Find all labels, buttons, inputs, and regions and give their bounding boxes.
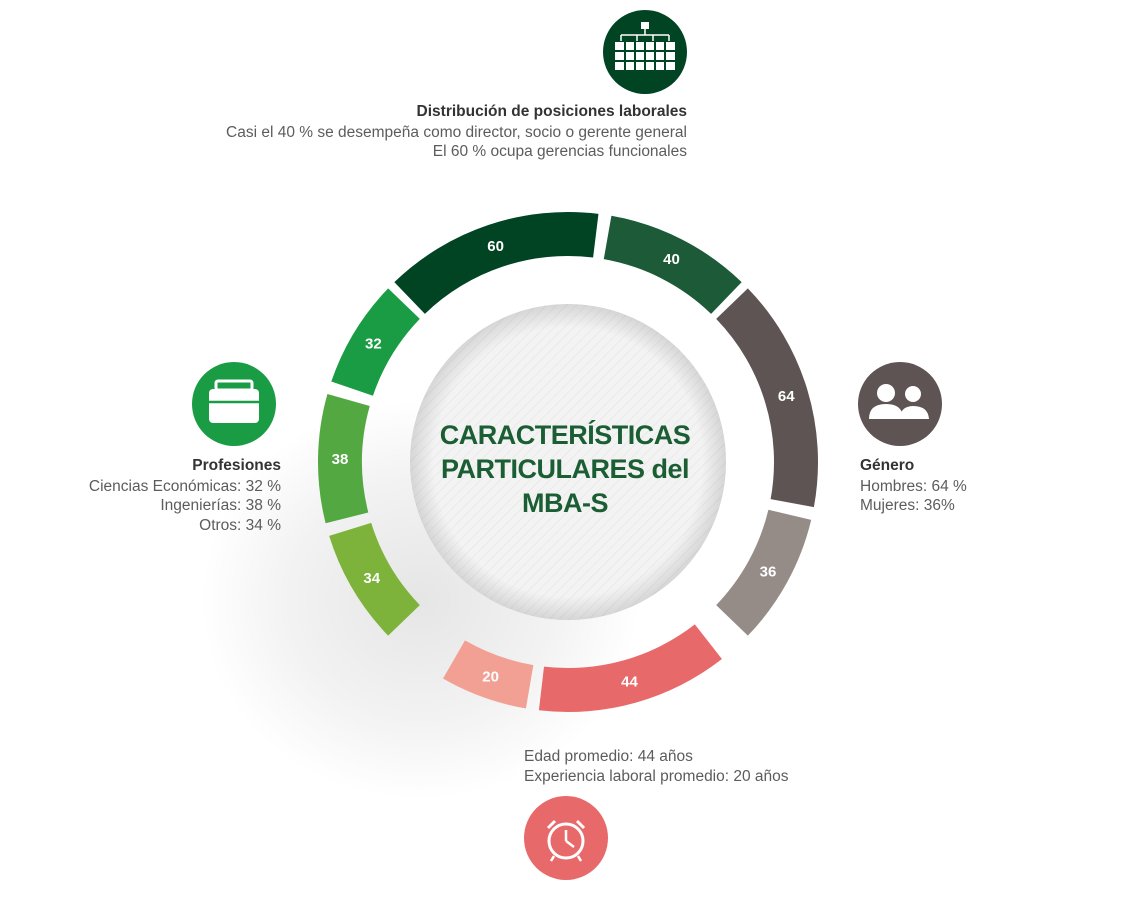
professions-line-2: Ingenierías: 38 % bbox=[160, 497, 281, 514]
ring-segment-1-1 bbox=[716, 509, 812, 636]
alarm-clock-icon bbox=[524, 796, 608, 880]
professions-title: Profesiones bbox=[192, 457, 281, 474]
ring-segment-3-1 bbox=[318, 394, 370, 524]
center-title-line-3: MBA-S bbox=[522, 488, 609, 518]
center-title-line-1: CARACTERÍSTICAS bbox=[439, 420, 691, 450]
professions-panel: Profesiones Ciencias Económicas: 32 % In… bbox=[89, 456, 281, 535]
age-panel: Edad promedio: 44 años Experiencia labor… bbox=[524, 747, 789, 786]
ring-segment-0-1 bbox=[603, 215, 742, 314]
positions-panel: Distribución de posiciones laborales Cas… bbox=[226, 102, 687, 162]
ring-label-0-1: 40 bbox=[663, 251, 680, 268]
ring-labels: 60 40 64 36 44 20 34 38 32 bbox=[332, 238, 796, 691]
age-line-2: Experiencia laboral promedio: 20 años bbox=[524, 767, 789, 785]
gender-panel: Género Hombres: 64 % Mujeres: 36% bbox=[860, 456, 967, 516]
ring-segment-2-1 bbox=[443, 640, 534, 709]
people-icon bbox=[858, 362, 942, 446]
ring-segment-3-0 bbox=[329, 522, 420, 636]
ring-segment-3-2 bbox=[331, 288, 420, 396]
ring-segment-2-0 bbox=[538, 624, 722, 713]
ring-label-3-2: 32 bbox=[365, 335, 382, 352]
ring-label-3-0: 34 bbox=[363, 570, 380, 587]
positions-title: Distribución de posiciones laborales bbox=[416, 103, 687, 120]
professions-line-3: Otros: 34 % bbox=[199, 516, 281, 534]
briefcase-icon bbox=[192, 362, 276, 446]
ring-label-2-0: 44 bbox=[621, 674, 638, 691]
gender-line-2: Mujeres: 36% bbox=[860, 497, 955, 514]
ring-label-3-1: 38 bbox=[332, 451, 349, 468]
positions-line-1: Casi el 40 % se desempeña como director,… bbox=[226, 123, 687, 141]
center-disc-edge bbox=[410, 304, 726, 620]
org-chart-icon bbox=[603, 10, 687, 94]
gender-line-1: Hombres: 64 % bbox=[860, 477, 967, 495]
center-title-line-2: PARTICULARES del bbox=[440, 454, 690, 484]
positions-line-2: El 60 % ocupa gerencias funcionales bbox=[432, 143, 687, 160]
gender-title: Género bbox=[860, 457, 915, 474]
ring-label-1-1: 36 bbox=[760, 563, 777, 580]
professions-line-1: Ciencias Económicas: 32 % bbox=[88, 477, 281, 495]
ring-segment-0-0 bbox=[394, 212, 599, 314]
ring-label-2-1: 20 bbox=[482, 668, 499, 685]
ring-segments bbox=[318, 212, 818, 713]
ring-label-0-0: 60 bbox=[487, 238, 504, 255]
age-line-1: Edad promedio: 44 años bbox=[524, 748, 693, 765]
ring-segment-1-0 bbox=[716, 288, 818, 508]
ring-label-1-0: 64 bbox=[778, 388, 795, 405]
center-title: CARACTERÍSTICAS PARTICULARES del MBA-S bbox=[415, 418, 715, 520]
